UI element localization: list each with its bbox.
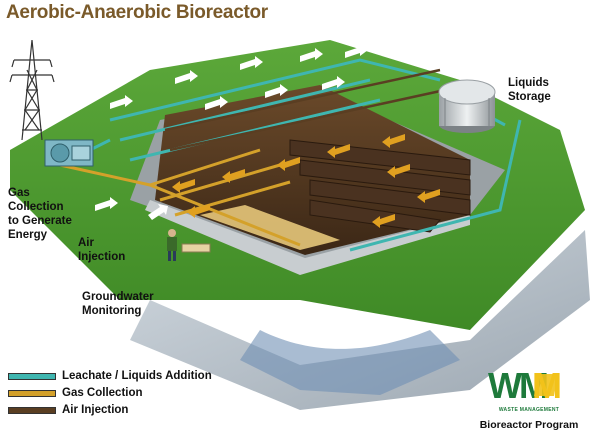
gas-arrows: [172, 134, 440, 228]
technician-icon: [167, 229, 211, 261]
legend: Leachate / Liquids Addition Gas Collecti…: [8, 368, 212, 419]
waste-management-logo: WM M WASTE MANAGEMENT Bioreactor Program: [474, 365, 584, 431]
label-air-injection: Air Injection: [78, 237, 126, 263]
leachate-layer: [200, 205, 340, 250]
program-label: Bioreactor Program: [479, 419, 579, 431]
legend-item-air: Air Injection: [8, 402, 212, 418]
diagram-title: Aerobic-Anaerobic Bioreactor: [6, 2, 268, 23]
storage-tank-icon: [438, 79, 496, 133]
svg-text:M: M: [532, 366, 560, 402]
wm-logo-mark: WM M: [488, 365, 563, 406]
power-tower-icon: [9, 39, 55, 141]
legend-item-leachate: Leachate / Liquids Addition: [8, 368, 212, 384]
air-pipes: [164, 68, 446, 152]
legend-swatch-gas: [8, 389, 56, 397]
legend-swatch-leachate: [8, 372, 56, 380]
label-liquids-storage: Liquids Storage: [508, 77, 551, 103]
waste-terraces: [289, 139, 471, 233]
label-gas-collection: Gas Collection to Generate Energy: [8, 187, 72, 241]
generator-icon: [44, 139, 94, 167]
label-groundwater-monitoring: Groundwater Monitoring: [82, 291, 154, 317]
air-arrows: [95, 44, 368, 220]
legend-item-gas: Gas Collection: [8, 385, 212, 401]
blue-stones: [240, 330, 460, 395]
rocky-ground: [130, 230, 590, 410]
legend-swatch-air: [8, 406, 56, 414]
logo-subtitle: WASTE MANAGEMENT: [498, 407, 560, 413]
